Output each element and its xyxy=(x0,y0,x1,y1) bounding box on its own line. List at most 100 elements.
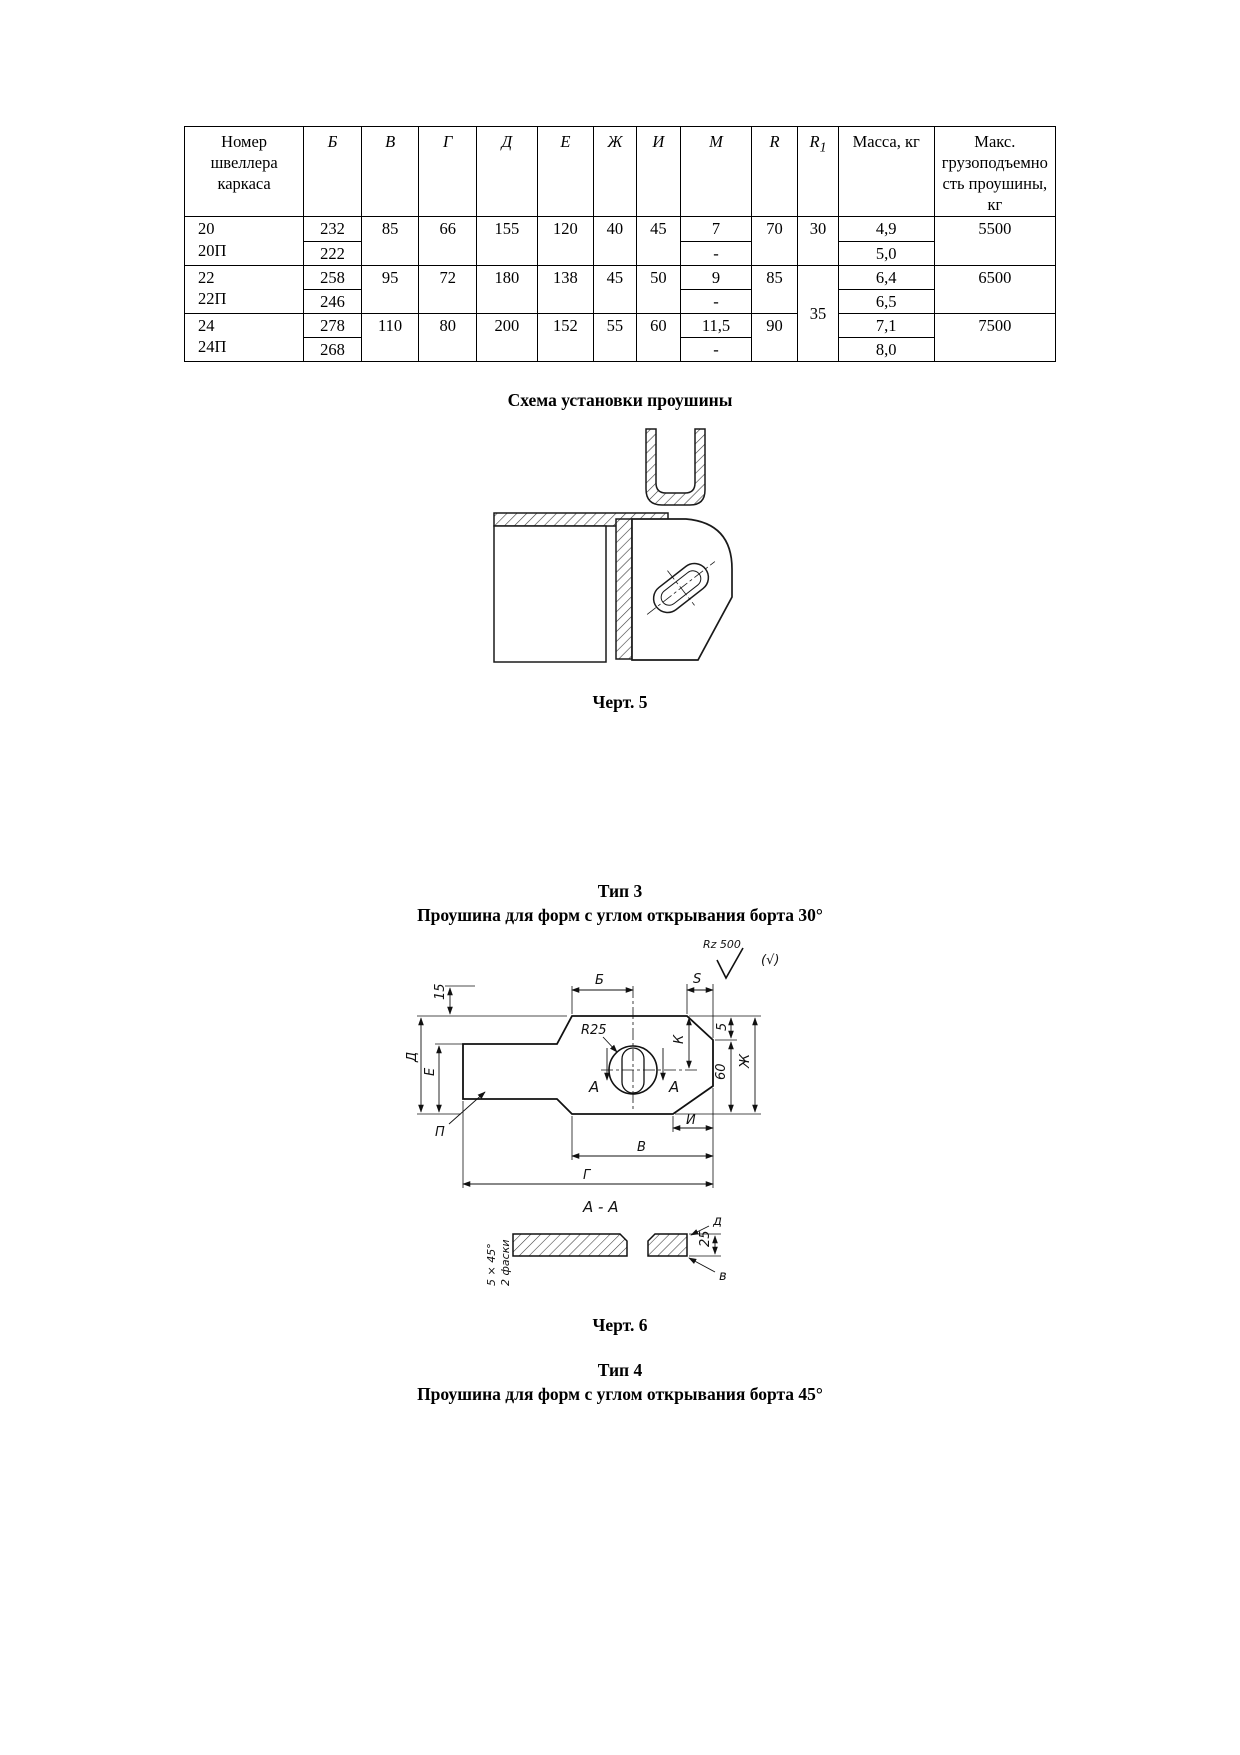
table-cell: 7 xyxy=(680,216,752,242)
figure-5-caption: Черт. 5 xyxy=(592,692,648,713)
section-mark-a-right: А xyxy=(668,1078,679,1096)
col-header-maxload: Макс. грузоподъемность проушины, кг xyxy=(933,125,1057,218)
channel-number-cell: 20 20П xyxy=(183,216,305,266)
dim-label-k: К xyxy=(672,1034,687,1044)
table-cell: - xyxy=(680,288,752,314)
table-cell: 268 xyxy=(303,336,362,363)
dim-label-i: И xyxy=(686,1113,696,1128)
table-cell: 222 xyxy=(303,240,362,266)
channel-number-cell: 24 24П xyxy=(183,312,305,363)
table-cell: 50 xyxy=(635,264,682,314)
roughness-label: Rz 500 xyxy=(703,938,741,951)
table-cell: 7500 xyxy=(933,312,1057,363)
table-cell: 258 xyxy=(303,264,362,290)
col-header-mass: Масса, кг xyxy=(837,125,935,218)
channel-number: 24 xyxy=(198,315,215,335)
thickness-label-d: д xyxy=(712,1214,722,1229)
label-v-small: в xyxy=(719,1269,727,1284)
chamfer-note-line1: 5 × 45° xyxy=(485,1243,498,1286)
table-cell: 30 xyxy=(797,216,839,266)
section-bar-right xyxy=(647,1233,688,1257)
figure-5-drawing xyxy=(493,428,733,663)
dim-label-15: 15 xyxy=(433,984,448,1001)
table-cell: 66 xyxy=(418,216,477,266)
header-row: Номер швеллера каркаса Б В Г Д Е Ж И М R… xyxy=(183,125,1057,218)
col-header-v: В xyxy=(360,125,420,218)
table-cell: 55 xyxy=(593,312,637,363)
col-header-b: Б xyxy=(303,125,362,218)
col-header-r1: R1 xyxy=(797,125,839,218)
dim-label-e: Е xyxy=(423,1067,438,1076)
table-cell: 35 xyxy=(797,264,839,363)
dim-label-s: S xyxy=(693,972,701,987)
table-cell: 6,5 xyxy=(837,288,935,314)
figure-6-drawing: Rz 500 (√) А А xyxy=(405,938,779,1286)
table-cell: 85 xyxy=(750,264,799,314)
table-cell: 180 xyxy=(476,264,538,314)
rest-surfaces-mark: (√) xyxy=(761,953,779,968)
type3-title: Тип 3 xyxy=(597,881,643,902)
channel-number: 20П xyxy=(198,240,227,260)
dim-label-60: 60 xyxy=(714,1064,729,1081)
dim-label-b: Б xyxy=(595,973,604,988)
hole-centerlines xyxy=(601,986,697,1111)
chamfer-note-line2: 2 фаски xyxy=(499,1240,512,1286)
section-mark-a-left: А xyxy=(588,1078,599,1096)
table-cell: 80 xyxy=(418,312,477,363)
table-cell: 72 xyxy=(418,264,477,314)
figure-5 xyxy=(0,427,1240,684)
channel-number: 20 xyxy=(198,219,215,239)
roughness-check-icon xyxy=(716,947,744,980)
table-cell: 155 xyxy=(476,216,538,266)
table-cell: 11,5 xyxy=(680,312,752,338)
p-leader xyxy=(448,1091,486,1125)
table-cell: 200 xyxy=(476,312,538,363)
dim-label-d: Д xyxy=(405,1052,420,1063)
dim-label-g: Г xyxy=(583,1168,592,1183)
table-cell: 152 xyxy=(536,312,595,363)
col-header-zh: Ж xyxy=(593,125,637,218)
eye-plate-outline xyxy=(462,1015,714,1115)
table-cell: 278 xyxy=(303,312,362,338)
table-cell: 5500 xyxy=(933,216,1057,266)
table-cell: 246 xyxy=(303,288,362,314)
col-header-r1-base: R xyxy=(809,132,820,151)
table-cell: 4,9 xyxy=(837,216,935,242)
section-bar-left xyxy=(512,1233,628,1257)
table-cell: 40 xyxy=(593,216,637,266)
section-title: А - А xyxy=(582,1198,618,1216)
table-cell: 7,1 xyxy=(837,312,935,338)
table-cell: 138 xyxy=(536,264,595,314)
table-cell: 90 xyxy=(750,312,799,363)
dim-label-p: П xyxy=(435,1125,445,1140)
r25-leader xyxy=(602,1036,618,1053)
dim-label-5: 5 xyxy=(715,1023,730,1031)
table-cell: 6500 xyxy=(933,264,1057,314)
dimensions-table: Номер швеллера каркаса Б В Г Д Е Ж И М R… xyxy=(183,125,1057,363)
channel-number: 22 xyxy=(198,267,215,287)
table-cell: 120 xyxy=(536,216,595,266)
scheme-title: Схема установки проушины xyxy=(507,390,733,411)
table-row: 22 22П 258 95 72 180 138 45 50 9 85 35 6… xyxy=(183,264,1057,363)
type4-subtitle: Проушина для форм с углом открывания бор… xyxy=(417,1384,823,1405)
v-small-leader xyxy=(688,1257,716,1273)
thickness-leader xyxy=(690,1225,710,1236)
dim-label-v: В xyxy=(637,1140,646,1155)
table-cell: 6,4 xyxy=(837,264,935,290)
dim-label-25: 25 xyxy=(698,1231,713,1248)
col-header-i: И xyxy=(635,125,682,218)
channel-web xyxy=(493,525,607,663)
extension-lines xyxy=(417,984,761,1189)
table-cell: 70 xyxy=(750,216,799,266)
slot-hole xyxy=(646,561,716,615)
channel-number-cell: 22 22П xyxy=(183,264,305,314)
dim-label-r25: R25 xyxy=(581,1023,607,1038)
col-header-r1-sub: 1 xyxy=(819,139,827,155)
col-header-d: Д xyxy=(476,125,538,218)
table-cell: - xyxy=(680,336,752,363)
type4-title: Тип 4 xyxy=(597,1360,643,1381)
table-cell: 232 xyxy=(303,216,362,242)
table-cell: - xyxy=(680,240,752,266)
figure-6-caption: Черт. 6 xyxy=(592,1315,648,1336)
